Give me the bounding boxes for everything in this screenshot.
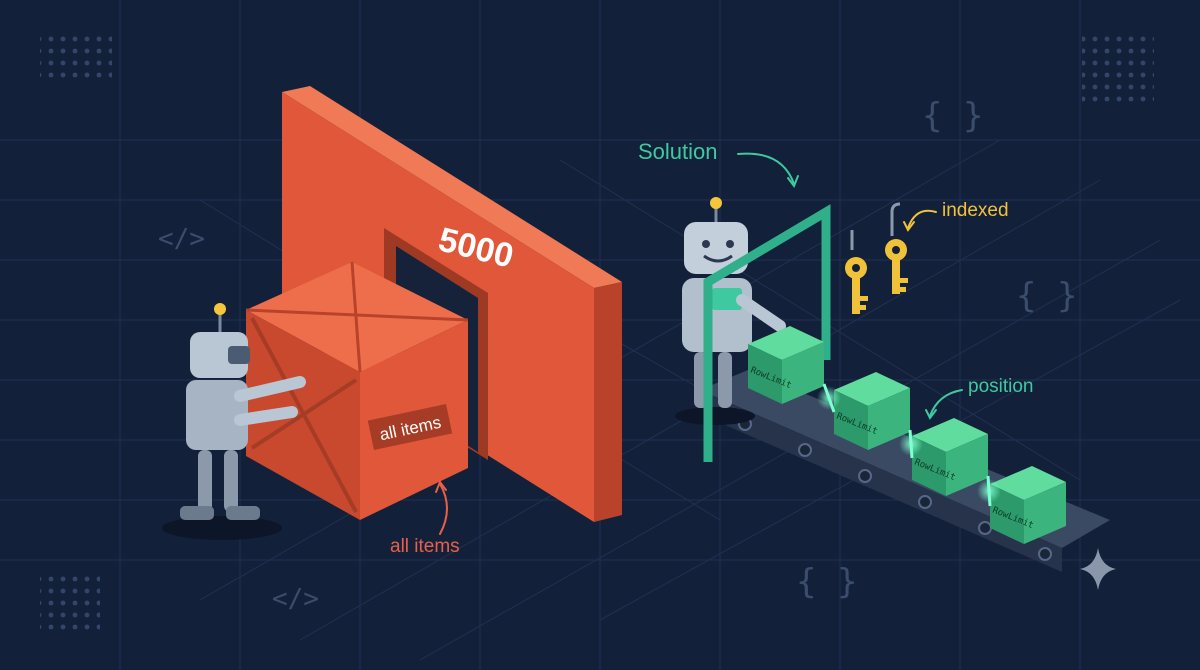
- package-1: [748, 326, 824, 404]
- braces-icon: { }: [796, 562, 858, 602]
- annotation-arrows: [435, 152, 963, 535]
- braces-icon: { }: [922, 96, 984, 136]
- antenna-light-icon: [214, 303, 226, 315]
- hanging-keys: [845, 202, 908, 314]
- happy-robot: [675, 197, 786, 425]
- all-items-annotation: all items: [390, 536, 460, 557]
- package-2: [834, 372, 910, 450]
- code-tag-icon: </>: [158, 224, 205, 254]
- position-annotation: position: [968, 376, 1034, 397]
- dot-cluster-top-left: [40, 36, 112, 84]
- dot-cluster-top-right: [1082, 36, 1154, 102]
- package-4: [990, 466, 1066, 544]
- sparkle-icon: [1080, 548, 1116, 590]
- pushing-robot: [162, 303, 306, 540]
- solution-gate: [703, 204, 831, 462]
- dot-cluster-bottom-left: [40, 570, 100, 630]
- indexed-annotation: indexed: [942, 200, 1009, 221]
- code-tag-icon: </>: [272, 584, 319, 614]
- all-items-crate: [245, 261, 469, 520]
- solution-annotation: Solution: [638, 139, 718, 164]
- braces-icon: { }: [1016, 276, 1078, 316]
